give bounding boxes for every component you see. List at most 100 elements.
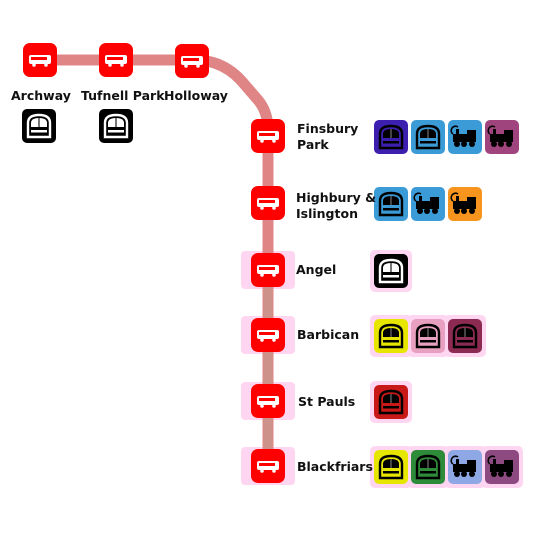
bus-icon-windows <box>259 463 275 466</box>
train-icon-steam <box>413 192 422 202</box>
train-icon-wheel <box>454 141 460 147</box>
train-icon-boiler <box>453 201 469 209</box>
tube-icon-bumper <box>383 340 399 343</box>
bus-icon-wheel <box>260 273 264 277</box>
bus-stop-icon-finsbury-park <box>251 119 285 153</box>
bus-icon-windows <box>259 133 275 136</box>
train-icon-wheel <box>454 471 460 477</box>
bus-icon-wheel <box>120 63 124 67</box>
tube-icon-finsbury-park-0 <box>374 120 408 154</box>
tube-icon-blackfriars-0 <box>374 450 408 484</box>
bus-stop-icon-barbican <box>251 318 285 352</box>
tube-icon-barbican-0 <box>374 319 408 353</box>
bus-stop-icon-tufnell-park <box>99 43 133 77</box>
bus-icon-windows <box>259 200 275 203</box>
tube-icon-outline <box>378 454 404 480</box>
tube-icon-archway-0 <box>22 109 56 143</box>
bus-icon-wheel <box>272 469 276 473</box>
tube-icon-bumper <box>383 141 399 144</box>
station-label-angel: Angel <box>296 262 337 277</box>
tube-icon-st-pauls-0 <box>374 385 408 419</box>
bus-icon-windows <box>259 332 275 335</box>
bus-icon-windows <box>31 57 47 60</box>
train-icon-wheel <box>461 471 467 477</box>
bus-icon-windows <box>259 267 275 270</box>
tube-icon-bumper <box>420 471 436 474</box>
station-label-finsbury-park-line1: Finsbury <box>297 121 359 136</box>
train-icon-chimney <box>493 459 496 465</box>
tube-icon-bumper <box>383 275 399 278</box>
train-icon-wheel <box>461 141 467 147</box>
tube-icon-bumper <box>383 406 399 409</box>
tube-icon-finsbury-park-1 <box>411 120 445 154</box>
bus-stops <box>23 43 285 483</box>
station-label-finsbury-park-line2: Park <box>297 137 329 152</box>
station-label-tufnell-park: Tufnell Park <box>81 88 165 103</box>
station-label-highbury-islington: Highbury & Islington <box>296 190 376 222</box>
train-icon-wheel <box>506 471 512 477</box>
bus-icon-wheel <box>272 404 276 408</box>
bus-icon-wheel <box>108 63 112 67</box>
tube-icon-outline <box>378 389 404 415</box>
tube-icon-bumper <box>31 130 47 133</box>
train-icon-steam <box>487 125 496 135</box>
tube-icon-outline <box>452 323 478 349</box>
bus-icon-wheel <box>260 404 264 408</box>
train-icon-wheel <box>461 208 467 214</box>
bus-stop-icon-blackfriars <box>251 449 285 483</box>
tube-icon-outline <box>378 124 404 150</box>
train-icon-wheel <box>454 208 460 214</box>
bus-stop-icon-st-pauls <box>251 384 285 418</box>
bus-icon-wheel <box>260 338 264 342</box>
train-icon-cab <box>430 197 439 209</box>
station-label-archway: Archway <box>11 88 71 103</box>
train-icon-highbury-islington-2 <box>448 187 482 221</box>
train-icon-steam <box>487 455 496 465</box>
train-icon-boiler <box>490 134 506 142</box>
train-icon-chimney <box>456 459 459 465</box>
train-icon-chimney <box>419 196 422 202</box>
route-line <box>34 54 274 476</box>
bus-icon-wheel <box>272 206 276 210</box>
train-icon-blackfriars-3 <box>485 450 519 484</box>
bus-stop-icon-archway <box>23 43 57 77</box>
tube-icon-outline <box>103 113 129 139</box>
bus-icon-wheel <box>260 206 264 210</box>
tube-icon-highbury-islington-0 <box>374 187 408 221</box>
train-icon-cab <box>504 130 513 142</box>
train-icon-chimney <box>456 196 459 202</box>
train-icon-wheel <box>491 471 497 477</box>
train-icon-wheel <box>424 208 430 214</box>
tube-icon-outline <box>378 258 404 284</box>
train-icon-boiler <box>490 464 506 472</box>
train-icon-wheel <box>506 141 512 147</box>
train-icon-wheel <box>469 141 475 147</box>
bus-icon-wheel <box>260 139 264 143</box>
train-icon-wheel <box>498 141 504 147</box>
tube-icon-bumper <box>383 471 399 474</box>
bus-icon-wheel <box>32 63 36 67</box>
station-label-highbury-line1: Highbury & <box>296 190 377 205</box>
tube-icon-outline <box>415 124 441 150</box>
train-icon-steam <box>450 455 459 465</box>
tube-icon-bumper <box>457 340 473 343</box>
train-icon-wheel <box>491 141 497 147</box>
train-icon-chimney <box>456 129 459 135</box>
train-icon-wheel <box>432 208 438 214</box>
tube-icon-bumper <box>108 130 124 133</box>
bus-icon-wheel <box>272 273 276 277</box>
bus-icon-wheel <box>272 139 276 143</box>
tube-icon-outline <box>378 323 404 349</box>
train-icon-steam <box>450 192 459 202</box>
train-icon-blackfriars-2 <box>448 450 482 484</box>
train-icon-wheel <box>498 471 504 477</box>
train-icon-highbury-islington-1 <box>411 187 445 221</box>
bus-icon-wheel <box>196 64 200 68</box>
tube-icon-outline <box>415 323 441 349</box>
train-icon-steam <box>450 125 459 135</box>
tube-icon-barbican-1 <box>411 319 445 353</box>
train-icon-boiler <box>416 201 432 209</box>
interchange-icons <box>22 109 519 484</box>
